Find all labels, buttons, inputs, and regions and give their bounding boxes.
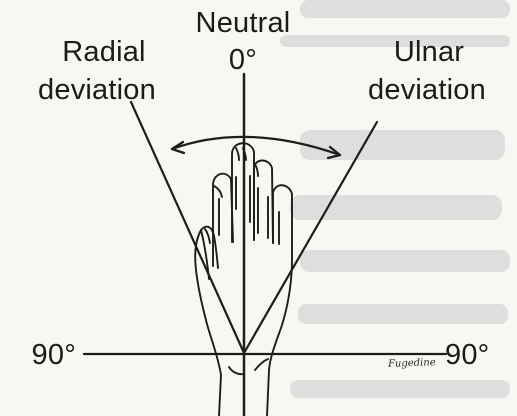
left-ninety-degree-label: 90° bbox=[16, 338, 76, 372]
deviation-arc bbox=[172, 137, 340, 155]
artist-signature: Fugedine bbox=[388, 357, 436, 370]
neutral-label: Neutral bbox=[188, 6, 298, 40]
neutral-degree-label: 0° bbox=[223, 43, 263, 77]
ulnar-label-line-2: deviation bbox=[347, 73, 507, 107]
radial-label-line-2: deviation bbox=[17, 73, 177, 107]
radial-label-line-1: Radial bbox=[39, 35, 169, 69]
radial-deviation-line bbox=[131, 102, 244, 353]
ulnar-deviation-line bbox=[244, 122, 377, 353]
ulnar-label-line-1: Ulnar bbox=[379, 35, 479, 69]
right-ninety-degree-label: 90° bbox=[445, 338, 505, 372]
